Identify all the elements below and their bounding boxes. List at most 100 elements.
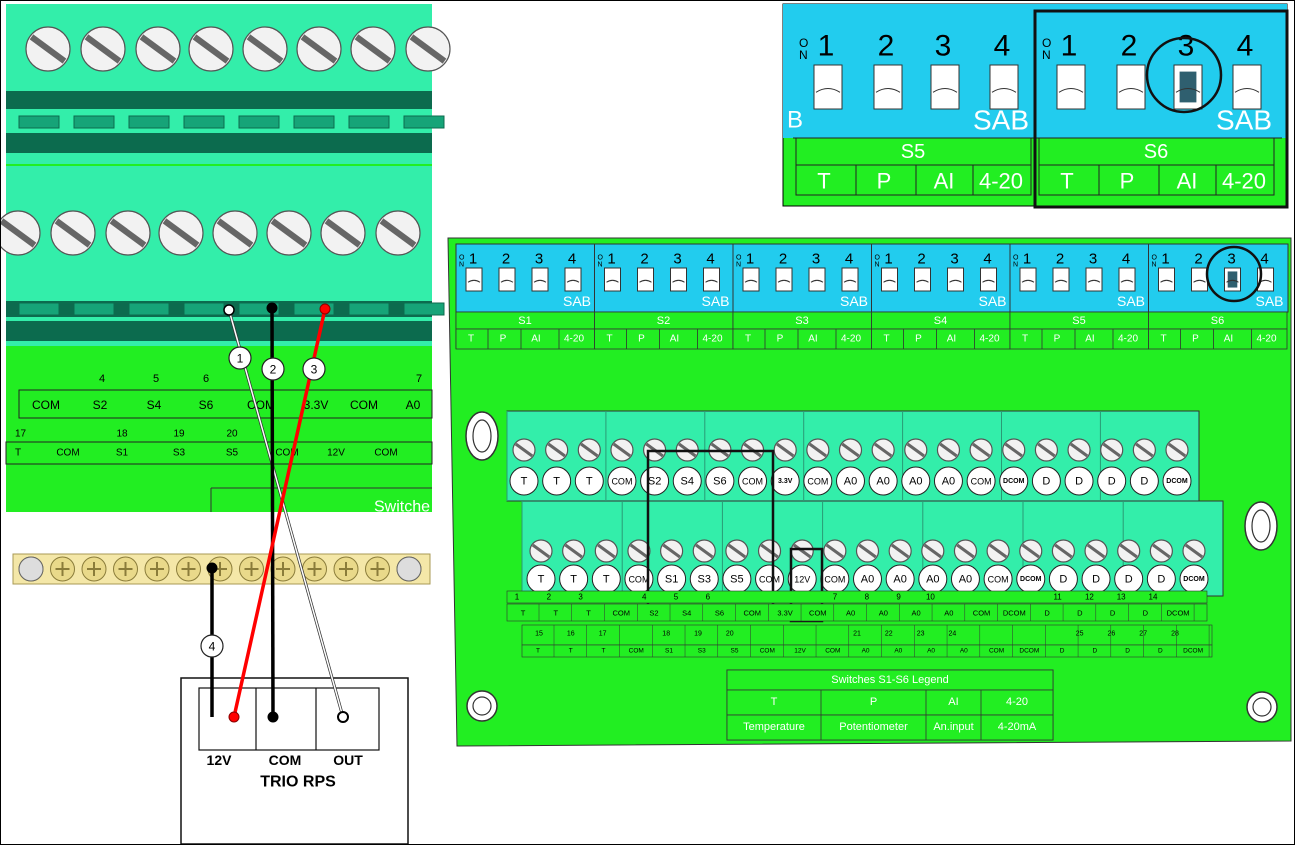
dip-lever-line [1021,279,1035,283]
board-legend-code: AI [948,696,958,708]
screw-icon [296,26,342,72]
left-bottom-label-row [5,441,433,465]
board-legend-code: T [771,696,778,708]
left-bottom-number: 19 [173,429,185,440]
board-lower-terminal-label: COM [628,575,649,585]
1 [703,267,720,292]
1 [670,267,687,292]
left-top-label: 3.3V [304,398,329,412]
board-row1-number: 6 [706,593,711,602]
board-lower-terminal-label: S3 [698,574,711,586]
zoom-group-row [795,137,1032,166]
board-dip-switch-icon [947,267,964,292]
screw-icon [1,210,41,256]
board-on-label: O [736,255,742,262]
left-top-label: A0 [406,398,421,412]
zoom-sab-label: SAB [973,105,1029,136]
screw-slot [270,218,308,248]
board-row1-label: T [586,609,591,618]
zoom-dip-switch-icon [1116,64,1146,110]
1 [873,64,903,110]
rps-title: TRIO RPS [260,774,336,791]
screw-slot [906,442,925,458]
board-dip-switch-icon [1118,267,1136,292]
board-row1-label: DCOM [1003,609,1026,618]
rail-slot [183,115,225,129]
screw-slot [825,543,845,559]
zoom-mode-label: P [877,169,892,194]
dip-lever-line [606,279,619,283]
board-switch-number: 3 [535,251,543,268]
board-screw-icon [888,539,912,563]
screw-icon [405,26,451,72]
board-row1-label: A0 [911,609,920,618]
left-top-label: S2 [93,398,108,412]
left-top-label: COM [350,398,378,412]
board-lower-terminal-label: A0 [893,574,906,586]
board-screw-icon [986,539,1010,563]
1 [914,267,931,292]
dip-lever-line [916,279,929,283]
board-row1-label: COM [744,609,762,618]
dip-lever-line [1087,279,1101,283]
zoom-mode-label: P [1120,169,1135,194]
board-dip-switch-icon [465,267,483,292]
zoom-mode-label: 4-20 [1222,169,1266,194]
left-top-label: COM [32,398,60,412]
board-lower-terminal-label: D [1125,574,1133,586]
zoom-switch-number: 4 [1237,30,1254,63]
board-row1-label: COM [809,609,827,618]
left-bottom-label: COM [56,448,79,459]
dip-lever-line [883,279,896,283]
dip-lever-line [949,279,962,283]
board-row1-label: 3.3V [777,609,792,618]
screw-slot [580,442,599,458]
board-switch-number: 2 [779,251,787,268]
board-lower-terminal-label: D [1092,574,1100,586]
dip-lever-line [815,88,841,93]
board-row1-label: A0 [879,609,888,618]
board-dip-switch-icon [980,267,997,292]
board-switch-number: 1 [1023,251,1031,268]
board-upper-terminal-circle [1064,466,1094,496]
screw-icon [375,210,421,256]
screw-icon [158,210,204,256]
board-screw-icon [1067,438,1091,462]
board-row2-number: 22 [885,631,893,638]
1 [1232,64,1262,110]
zoom-dip-switch-icon [1173,64,1203,110]
screw-icon [105,210,151,256]
board-group-name: S4 [934,315,947,327]
board-mode-label: 4-20 [1256,334,1276,345]
board-dip-switch-icon [1052,267,1070,292]
1 [881,267,898,292]
screw-slot [858,543,877,559]
left-bottom-label: COM [374,448,397,459]
zoom-switch3-highlight-circle [1145,36,1223,114]
board-row2-label: S1 [665,648,673,655]
screw-slot [727,543,747,559]
screw-slot [873,442,893,458]
dip-lever-line [1160,279,1173,283]
screw-slot [612,442,632,458]
1 [775,267,793,292]
1 [1227,271,1238,288]
board-screw-icon [1019,539,1043,563]
screw-slot [971,442,991,458]
dip-lever-line [1226,279,1239,283]
left-top-label: S4 [147,398,162,412]
board-upper-terminal-label: A0 [909,476,922,488]
rail-slot [18,302,60,316]
board-screw-icon [969,438,993,462]
board-row2-label: T [569,648,573,655]
screw-slot [1135,442,1154,458]
board-mode-label: P [1054,334,1061,345]
dip-lever-line [1054,279,1068,283]
board-sab-label: SAB [563,293,591,309]
1 [930,64,960,110]
board-upper-terminal-circle [770,466,800,496]
screw-icon [80,26,126,72]
board-mode-label: T [883,334,889,345]
board-on-label: O [875,255,881,262]
